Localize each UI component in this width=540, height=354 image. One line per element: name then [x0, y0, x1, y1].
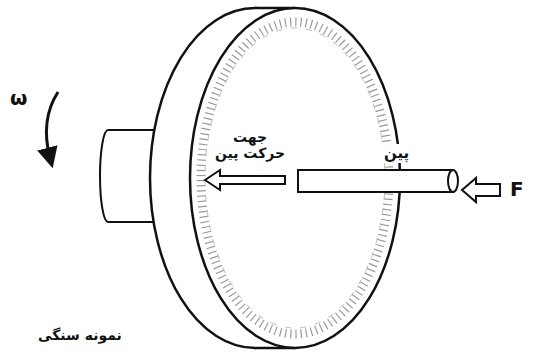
- direction-arrow: [205, 170, 285, 190]
- sample-label: نمونه سنگی: [36, 326, 124, 344]
- pin: [298, 170, 458, 192]
- force-symbol: F: [508, 177, 526, 202]
- rotation-symbol: ω: [8, 86, 29, 111]
- pin-label: پین: [382, 144, 411, 163]
- rotation-arrow: [46, 92, 58, 158]
- force-arrow: [462, 178, 500, 202]
- direction-label: جهت حرکت پین: [212, 128, 288, 162]
